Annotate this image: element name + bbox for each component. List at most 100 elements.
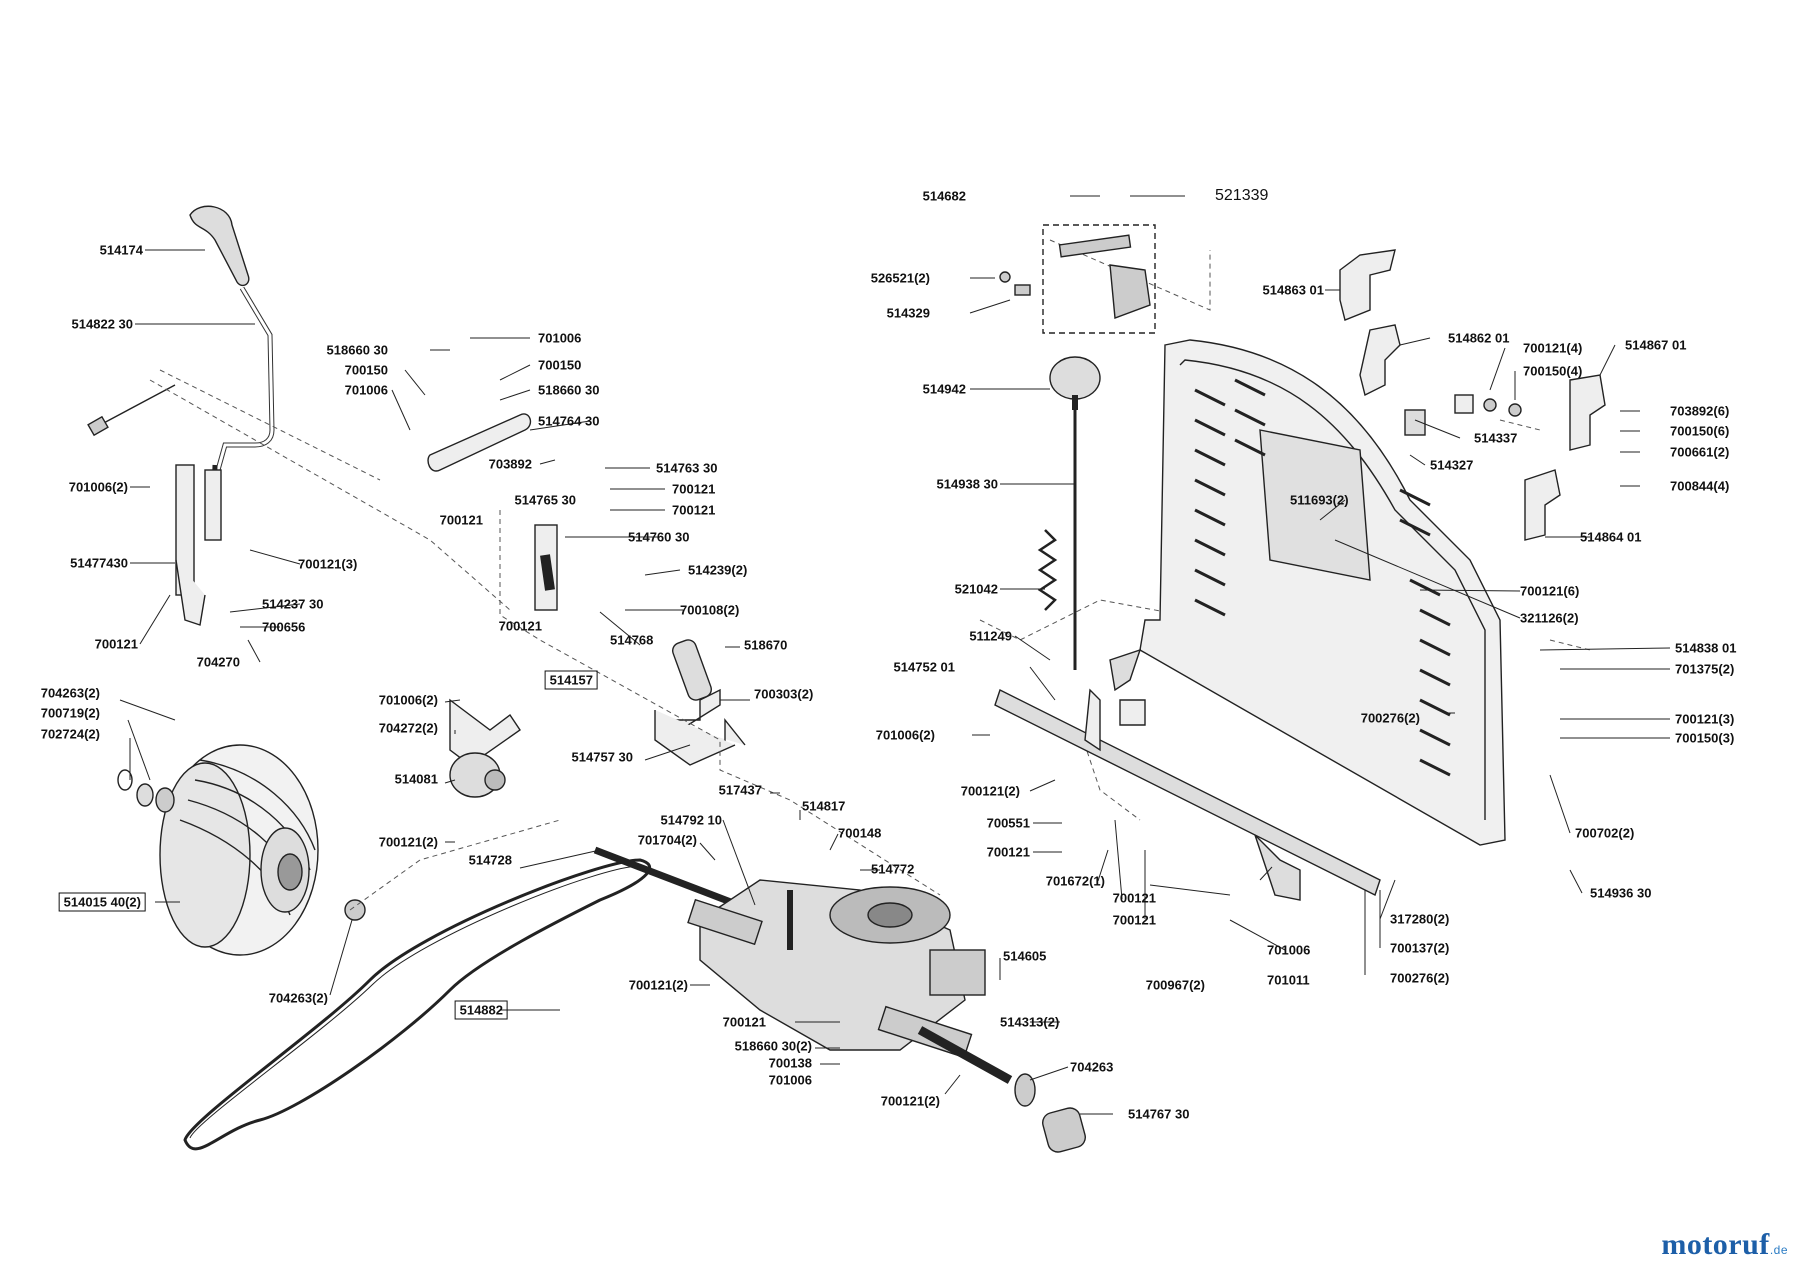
part-label: 700121(4) — [1523, 340, 1583, 356]
lever-lower-arm — [175, 559, 206, 626]
bearing-block — [449, 698, 521, 766]
part-label: 704263(2) — [268, 990, 328, 1006]
part-label: 514767 30 — [1128, 1106, 1190, 1122]
part-label: 701006(2) — [378, 692, 438, 708]
part-label: 511693(2) — [1290, 492, 1349, 508]
part-label: 702724(2) — [40, 726, 100, 742]
part-label: 526521(2) — [870, 270, 930, 286]
part-label: 514682 — [922, 188, 966, 204]
part-label: 700661(2) — [1670, 444, 1730, 460]
part-label: 700719(2) — [40, 705, 100, 721]
part-label: 514329 — [886, 305, 930, 321]
part-label: 701375(2) — [1675, 661, 1735, 677]
part-label: 701006(2) — [68, 479, 128, 495]
brand-logo-text: motoruf — [1661, 1228, 1770, 1261]
part-label: 701011 — [1267, 972, 1310, 988]
part-label: 701704(2) — [637, 832, 697, 848]
part-label: 700108(2) — [680, 602, 740, 618]
part-label: 704270 — [196, 654, 240, 670]
part-label: 514081 — [394, 771, 438, 787]
part-label: 700551 — [986, 815, 1030, 831]
part-label: 514936 30 — [1590, 885, 1652, 901]
part-label: 700121(3) — [1675, 711, 1735, 727]
part-label: 700121(2) — [628, 977, 688, 993]
part-label: 514157 — [544, 670, 598, 690]
part-label: 514763 30 — [656, 460, 718, 476]
part-label: 700121(3) — [298, 556, 358, 572]
part-label: 700121(2) — [960, 783, 1020, 799]
part-label: 518660 30 — [326, 342, 388, 358]
part-label: 700137(2) — [1390, 940, 1450, 956]
part-label: 700121 — [1112, 890, 1156, 906]
part-label: 700276(2) — [1390, 970, 1450, 986]
drive-belt — [183, 858, 652, 1151]
part-label: 700121 — [722, 1014, 766, 1030]
part-label: 514728 — [468, 852, 512, 868]
part-label: 514822 30 — [71, 316, 133, 332]
part-label: 514792 10 — [660, 812, 722, 828]
brand-logo: motoruf.de — [1661, 1228, 1788, 1262]
part-label: 514817 — [802, 798, 846, 814]
part-label: 514942 — [922, 381, 966, 397]
part-label: 514757 30 — [571, 749, 633, 765]
part-label: 514772 — [871, 861, 915, 877]
part-label: 700150(3) — [1675, 730, 1735, 746]
part-label: 514864 01 — [1580, 529, 1642, 545]
part-label: 321126(2) — [1520, 610, 1579, 626]
part-label: 514863 01 — [1262, 282, 1324, 298]
part-label: 317280(2) — [1390, 911, 1450, 927]
shift-knob — [1049, 356, 1101, 400]
bracket-514862 — [1359, 324, 1401, 397]
part-label: 700150(6) — [1670, 423, 1730, 439]
part-label: 700121 — [672, 481, 716, 497]
part-label: 700844(4) — [1670, 478, 1730, 494]
part-label: 521042 — [954, 581, 998, 597]
part-label: 514862 01 — [1448, 330, 1510, 346]
part-label: 700121(6) — [1520, 583, 1580, 599]
part-label: 514752 01 — [893, 659, 955, 675]
rear-panel — [1139, 339, 1506, 846]
part-label: 51477430 — [70, 555, 128, 571]
part-label: 701006 — [538, 330, 582, 346]
part-label: 700138 — [768, 1055, 812, 1071]
part-label: 514174 — [99, 242, 143, 258]
part-label: 701672(1) — [1045, 873, 1105, 889]
part-label: 703892 — [488, 456, 532, 472]
part-label: 514237 30 — [262, 596, 324, 612]
part-label: 514867 01 — [1625, 337, 1687, 353]
part-label: 517437 — [718, 782, 762, 798]
part-label: 514768 — [610, 632, 654, 648]
part-label: 511249 — [969, 628, 1012, 644]
part-label: 700656 — [262, 619, 306, 635]
part-label: 700148 — [838, 825, 882, 841]
part-label: 700967(2) — [1145, 977, 1205, 993]
part-label: 514765 30 — [514, 492, 576, 508]
part-label: 700121 — [439, 512, 483, 528]
part-label: 704263(2) — [40, 685, 100, 701]
part-label: 514239(2) — [688, 562, 748, 578]
transaxle — [593, 846, 1013, 1084]
part-label: 514327 — [1430, 457, 1474, 473]
part-label: 514605 — [1003, 948, 1047, 964]
panel-slots — [1194, 378, 1451, 777]
bracket-514864 — [1524, 469, 1561, 541]
bracket-514867 — [1569, 374, 1606, 451]
part-label: 704272(2) — [378, 720, 438, 736]
part-label: 514838 01 — [1675, 640, 1737, 656]
part-label: 700121 — [672, 502, 716, 518]
part-label: 700150 — [538, 357, 582, 373]
part-label: 701006(2) — [875, 727, 935, 743]
part-label: 514882 — [454, 1000, 508, 1020]
part-label: 514764 30 — [538, 413, 600, 429]
part-label: 518660 30(2) — [734, 1038, 812, 1054]
part-label: 701006 — [1267, 942, 1311, 958]
kit-box — [1042, 224, 1156, 334]
part-label: 700121 — [986, 844, 1030, 860]
part-label: 514760 30 — [628, 529, 690, 545]
part-label: 514938 30 — [936, 476, 998, 492]
part-label: 701006 — [344, 382, 388, 398]
part-label: 700303(2) — [754, 686, 814, 702]
part-label: 518670 — [744, 637, 788, 653]
part-label: 514313(2) — [1000, 1014, 1060, 1030]
link-rod — [427, 413, 532, 472]
